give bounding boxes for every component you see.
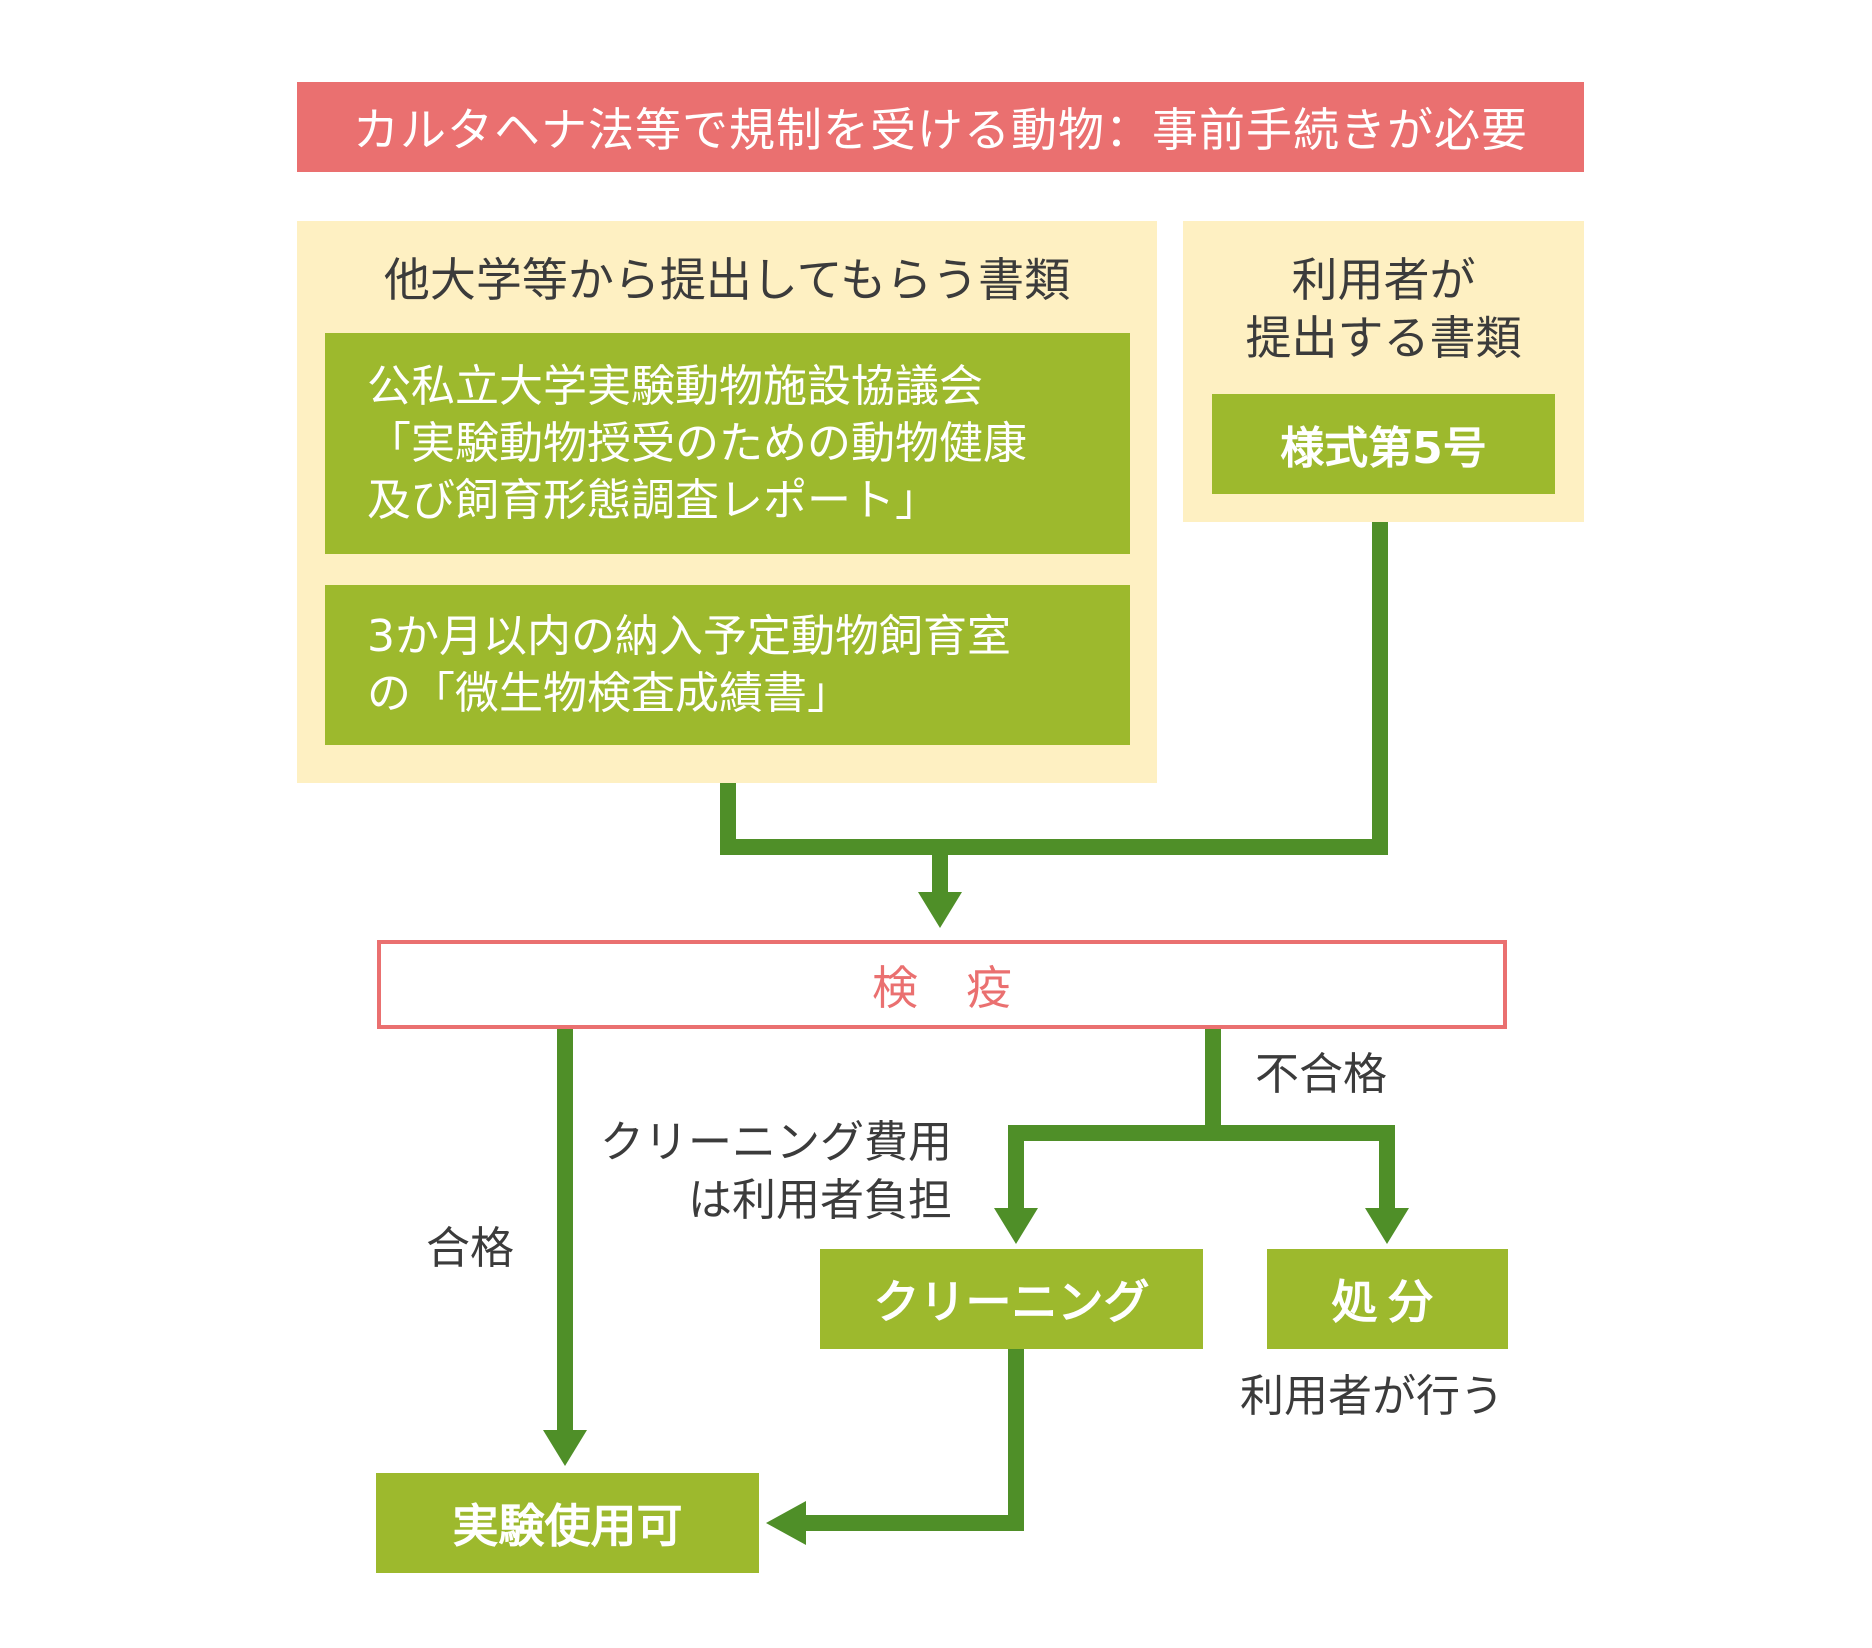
title-banner: カルタヘナ法等で規制を受ける動物：事前手続きが必要 <box>297 82 1584 172</box>
user-documents-heading-line-1: 利用者が <box>1291 253 1476 307</box>
partner-documents-heading: 他大学等から提出してもらう書類 <box>383 253 1071 307</box>
form-5-document: 様式第5号 <box>1212 394 1555 494</box>
quarantine-box: 検疫 <box>377 940 1507 1029</box>
fail-label: 不合格 <box>1255 1049 1387 1100</box>
health-report-line-1: 公私立大学実験動物施設協議会 <box>367 361 983 412</box>
health-report-document: 公私立大学実験動物施設協議会 「実験動物授受のための動物健康 及び飼育形態調査レ… <box>325 333 1130 554</box>
health-report-line-3: 及び飼育形態調査レポート」 <box>367 475 939 526</box>
pass-label: 合格 <box>426 1223 514 1274</box>
disposal-by-user-note: 利用者が行う <box>1240 1371 1504 1422</box>
merge-connector <box>720 522 1388 855</box>
arrowhead-to-quarantine-icon <box>918 892 962 928</box>
arrowhead-to-usable-left-icon <box>766 1501 806 1545</box>
microbe-test-line-2: の「微生物検査成績書」 <box>367 668 851 719</box>
microbe-test-document: 3か月以内の納入予定動物飼育室 の「微生物検査成績書」 <box>325 585 1130 745</box>
cleaning-cost-note: クリーニング費用 は利用者負担 <box>600 1114 952 1230</box>
experiment-usable-box: 実験使用可 <box>376 1473 759 1573</box>
user-documents-heading-line-2: 提出する書類 <box>1245 311 1522 365</box>
cleaning-to-usable-connector <box>800 1349 1024 1531</box>
disposal-box: 処分 <box>1267 1249 1508 1349</box>
health-report-line-2: 「実験動物授受のための動物健康 <box>367 418 1027 469</box>
microbe-test-line-1: 3か月以内の納入予定動物飼育室 <box>367 611 1011 662</box>
cleaning-cost-line-2: は利用者負担 <box>688 1175 952 1226</box>
arrowhead-to-cleaning-icon <box>994 1208 1038 1244</box>
cleaning-cost-line-1: クリーニング費用 <box>600 1117 952 1168</box>
arrowhead-to-disposal-icon <box>1365 1208 1409 1244</box>
fail-connector <box>1008 1029 1395 1214</box>
cleaning-box: クリーニング <box>820 1249 1203 1349</box>
arrowhead-to-usable-down-icon <box>543 1430 587 1466</box>
